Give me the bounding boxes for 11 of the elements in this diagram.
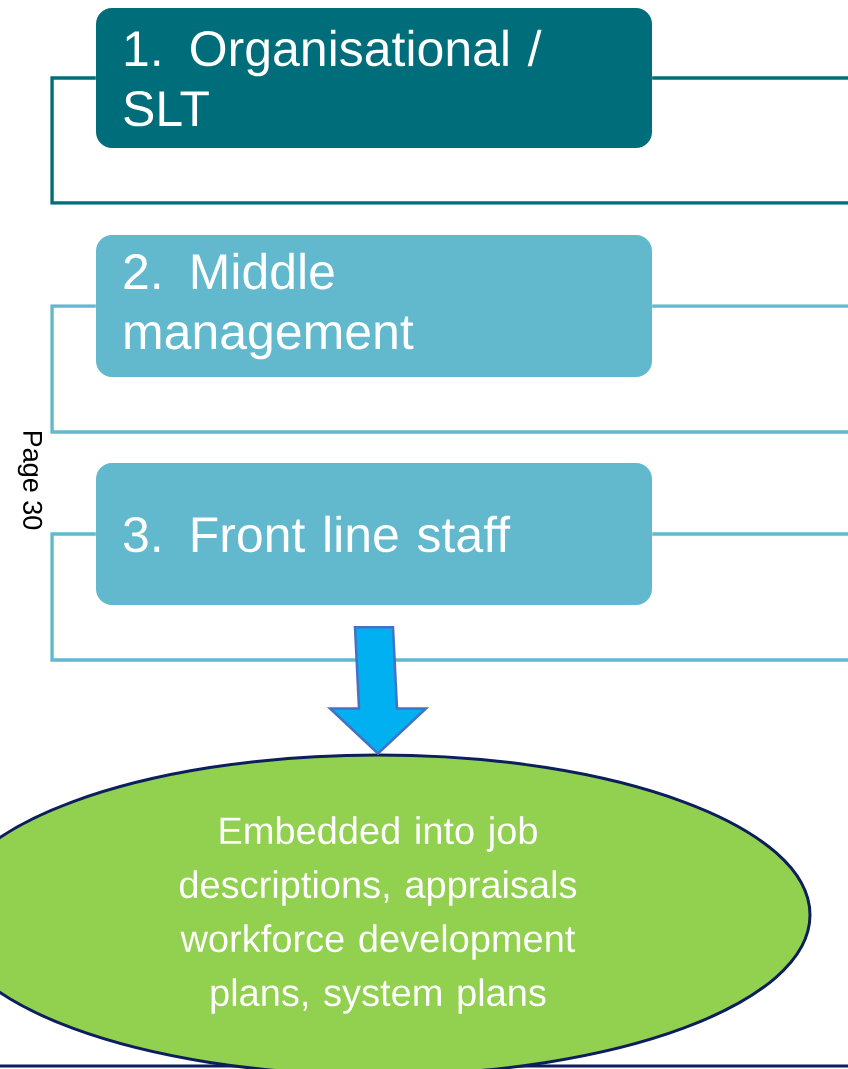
level-box: 1. Organisational / SLT bbox=[96, 8, 652, 148]
bracket-line bbox=[652, 304, 848, 308]
bracket-line bbox=[50, 76, 848, 205]
page-number: Page 30 bbox=[16, 428, 44, 532]
level-box: 3. Front line staff bbox=[96, 463, 652, 605]
bracket-line bbox=[50, 532, 848, 662]
bracket-line bbox=[652, 532, 848, 536]
bracket-line bbox=[50, 304, 848, 434]
block-arrow bbox=[326, 625, 430, 756]
bracket-line bbox=[652, 76, 848, 80]
level-box: 2. Middle management bbox=[96, 235, 652, 377]
